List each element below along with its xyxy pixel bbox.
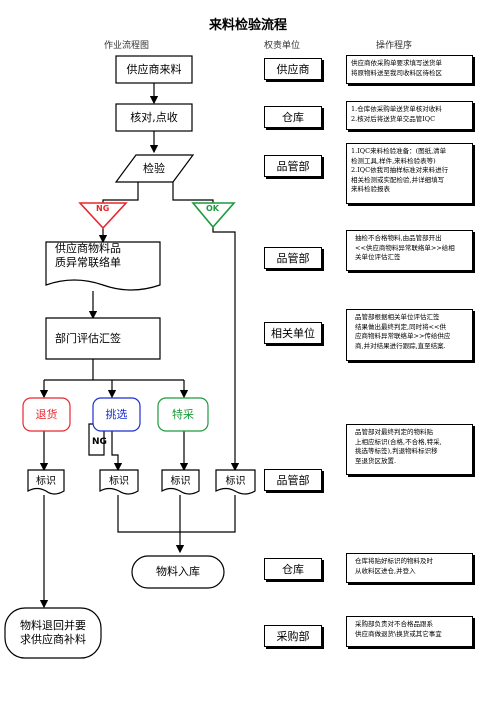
tag-document xyxy=(99,469,139,495)
tag-document xyxy=(215,469,256,495)
procedure-line: 品管部对最终判定的物料贴 xyxy=(355,428,433,436)
connector xyxy=(102,182,139,203)
unit-quality: 品管部 xyxy=(264,155,322,177)
unit-supplier: 供应商 xyxy=(264,58,322,80)
procedure-line: 仓库将贴好标识的物料及时 xyxy=(355,557,433,565)
unit-quality: 品管部 xyxy=(264,469,322,491)
page-title: 来料检验流程 xyxy=(208,18,287,33)
tag-document xyxy=(161,469,200,495)
procedure-box: 供应商依采购单要求填写送货单 将原物料送至我司收料区待检区 xyxy=(346,55,473,84)
verify-count-box xyxy=(115,103,193,132)
procedure-line: 商,并对结果进行跟踪,直至结案. xyxy=(355,341,446,350)
procedure-line: 采购部负责对不合格品跟系 xyxy=(355,620,433,628)
procedure-line: <<供应商物料异常联络单>>给相 xyxy=(355,243,455,252)
procedure-line: 关单位评估汇签 xyxy=(355,253,401,261)
special-use-label: 特采 xyxy=(172,407,194,421)
tag-label-4: 标识 xyxy=(225,476,246,487)
sorting-label: 挑选 xyxy=(105,407,128,421)
procedure-box: 1.IQC来料检验准备：(图纸,清单 检测工具,样件,来料检验表等) 2.IQC… xyxy=(346,143,473,204)
tag-label-3: 标识 xyxy=(170,476,191,487)
header-procedure: 操作程序 xyxy=(376,41,413,51)
header-flow: 作业流程图 xyxy=(104,41,150,51)
procedure-line: 检测工具,样件,来料检验表等) xyxy=(351,156,436,165)
ok-label: OK xyxy=(206,204,219,213)
header-unit: 权责单位 xyxy=(264,41,301,51)
procedure-box: 品管部对最终判定的物料贴 上相应标识(合格,不合格,特采, 挑选等标签),判退物… xyxy=(346,424,473,475)
supplier-delivery-label: 供应商来料 xyxy=(126,62,182,76)
inspection-label: 检验 xyxy=(143,161,165,175)
return-goods-label: 退货 xyxy=(35,407,58,421)
quality-contact-label: 供应商物料品 质异常联络单 xyxy=(46,242,160,284)
return-supplier-box xyxy=(4,607,102,659)
procedure-line: 结果做出最终判定,同时将<<供 xyxy=(355,322,446,331)
unit-related: 相关单位 xyxy=(264,322,322,344)
procedure-line: 挑选等标签),判退物料标识移 xyxy=(355,447,438,455)
procedure-box: 1.仓库依采购单送货单核对收料 2.核对后将送货单交品管IQC xyxy=(346,101,473,130)
procedure-line: 将原物料送至我司收料区待检区 xyxy=(351,68,442,77)
connector xyxy=(172,182,214,203)
unit-warehouse: 仓库 xyxy=(264,558,322,580)
procedure-line: 供应商做退货\换货或其它事宜 xyxy=(355,629,442,638)
sort-ng-label: NG xyxy=(92,437,107,447)
procedure-line: 2.IQC依我司抽样标准对来料进行 xyxy=(351,166,449,174)
warehouse-in-box xyxy=(131,555,225,589)
procedure-line: 品管部根据相关单位评估汇签 xyxy=(355,313,440,321)
quality-contact-line: 供应商物料品 xyxy=(55,242,121,255)
ok-triangle xyxy=(191,202,236,229)
unit-purchasing: 采购部 xyxy=(264,625,322,647)
tag-label-2: 标识 xyxy=(109,476,129,487)
procedure-line: 上相应标识(合格,不合格,特采, xyxy=(355,437,442,446)
connector xyxy=(212,227,240,472)
inspection-parallelogram xyxy=(114,154,195,183)
tag-document xyxy=(27,469,65,495)
procedure-line: 供应商依采购单要求填写送货单 xyxy=(351,59,442,67)
special-use-box xyxy=(157,397,209,432)
quality-contact-document xyxy=(45,241,161,291)
dept-review-label: 部门评估汇签 xyxy=(55,331,121,345)
procedure-box: 抽检不合格物料,由品管部开出 <<供应商物料异常联络单>>给相 关单位评估汇签 xyxy=(346,230,473,271)
warehouse-in-label: 物料入库 xyxy=(156,565,200,578)
return-supplier-label: 物料退回并要 求供应商补料 xyxy=(5,608,101,658)
procedure-line: 相关检测或实配检验,并详细填写 xyxy=(351,175,445,184)
connector xyxy=(117,495,236,533)
return-supplier-line: 物料退回并要 xyxy=(20,619,86,632)
procedure-line: 2.核对后将送货单交品管IQC xyxy=(351,114,436,123)
unit-quality: 品管部 xyxy=(264,247,322,269)
supplier-delivery-box xyxy=(115,55,193,84)
sorting-box xyxy=(92,397,141,432)
ng-triangle xyxy=(78,202,128,230)
procedure-line: 来料检验报表 xyxy=(351,185,390,193)
return-goods-box xyxy=(22,397,71,432)
procedure-line: 1.IQC来料检验准备：(图纸,清单 xyxy=(351,147,447,155)
procedure-line: 至退货区放置. xyxy=(355,456,397,465)
return-supplier-line: 求供应商补料 xyxy=(20,633,86,646)
procedure-box: 仓库将贴好标识的物料及时 从收料区进仓,并登入 xyxy=(346,553,473,583)
quality-contact-line: 质异常联络单 xyxy=(55,256,121,269)
procedure-line: 应商物料异常联络单>>传给供应 xyxy=(355,332,451,340)
unit-warehouse: 仓库 xyxy=(264,106,322,128)
connector xyxy=(111,431,123,472)
dept-review-box xyxy=(45,317,161,360)
procedure-line: 从收料区进仓,并登入 xyxy=(355,566,416,575)
procedure-box: 采购部负责对不合格品跟系 供应商做退货\换货或其它事宜 xyxy=(346,616,473,647)
procedure-box: 品管部根据相关单位评估汇签 结果做出最终判定,同时将<<供 应商物料异常联络单>… xyxy=(346,309,473,361)
tag-label-1: 标识 xyxy=(36,476,56,487)
procedure-line: 1.仓库依采购单送货单核对收料 xyxy=(351,105,442,113)
procedure-line: 抽检不合格物料,由品管部开出 xyxy=(355,234,442,242)
verify-count-label: 核对,点收 xyxy=(130,110,178,124)
connector xyxy=(88,423,105,456)
ng-label: NG xyxy=(96,204,110,213)
